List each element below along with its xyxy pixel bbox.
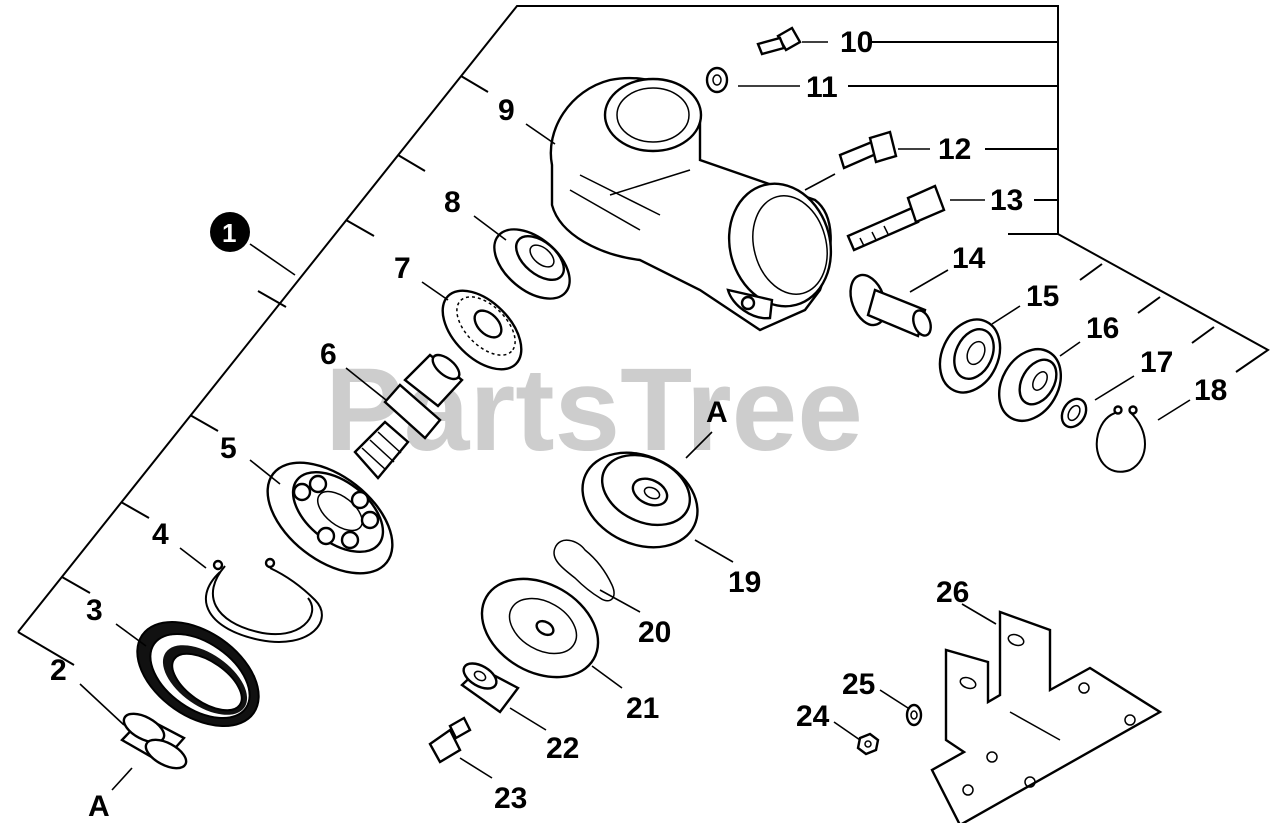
part-20-gasket[interactable]	[553, 539, 615, 602]
part-12-bolt[interactable]	[838, 130, 898, 170]
part-6-splined-shaft[interactable]	[353, 351, 464, 480]
label-11: 11	[806, 71, 838, 104]
part-9-gear-case[interactable]	[549, 76, 845, 332]
label-6: 6	[320, 338, 337, 371]
label-17: 17	[1140, 346, 1173, 379]
label-19: 19	[728, 566, 761, 599]
part-23-bolt[interactable]	[428, 716, 472, 764]
label-15: 15	[1026, 280, 1059, 313]
part-3-oil-seal[interactable]	[118, 601, 278, 748]
part-14-pinion-shaft[interactable]	[844, 270, 934, 338]
part-21-disc-washer[interactable]	[464, 559, 615, 697]
part-24-nut[interactable]	[856, 732, 880, 756]
svg-text:1: 1	[222, 218, 236, 248]
label-2: 2	[50, 654, 67, 687]
part-15-bearing[interactable]	[929, 310, 1012, 403]
label-4: 4	[152, 518, 169, 551]
part-26-bracket-plate[interactable]	[930, 610, 1163, 823]
label-14: 14	[952, 242, 986, 275]
assembly-bracket	[17, 5, 1270, 666]
part-17-spacer[interactable]	[1057, 395, 1091, 432]
label-A-bottom: A	[88, 790, 110, 823]
part-7-bevel-gear[interactable]	[428, 276, 535, 383]
label-12: 12	[938, 133, 971, 166]
label-5: 5	[220, 432, 237, 465]
label-9: 9	[498, 94, 515, 127]
label-24: 24	[796, 700, 830, 733]
part-19-cup-washer[interactable]	[567, 435, 713, 565]
leader-lines	[79, 41, 1191, 791]
label-25: 25	[842, 668, 875, 701]
label-16: 16	[1086, 312, 1119, 345]
part-18-snap-ring[interactable]	[1095, 405, 1146, 473]
part-8-bearing[interactable]	[482, 216, 583, 312]
part-number-labels: 2 3 4 5 6 7 8 9 10 11 12 13 14 15 16 17 …	[50, 26, 1227, 823]
part-2-bushing[interactable]	[119, 708, 190, 774]
label-22: 22	[546, 732, 579, 765]
label-26: 26	[936, 576, 969, 609]
label-20: 20	[638, 616, 671, 649]
part-25-washer[interactable]	[905, 703, 923, 727]
label-A-top: A	[706, 396, 728, 429]
label-10: 10	[840, 26, 873, 59]
label-7: 7	[394, 252, 411, 285]
part-16-bearing[interactable]	[987, 338, 1073, 432]
label-21: 21	[626, 692, 659, 725]
label-13: 13	[990, 184, 1023, 217]
assembly-callout: 1	[210, 212, 296, 276]
label-23: 23	[494, 782, 527, 815]
part-22-collar[interactable]	[459, 658, 520, 714]
part-10-bolt[interactable]	[756, 26, 802, 56]
part-5-ball-bearing[interactable]	[247, 441, 412, 596]
part-11-washer[interactable]	[705, 66, 729, 94]
part-4-snap-ring[interactable]	[204, 557, 323, 643]
label-3: 3	[86, 594, 103, 627]
label-8: 8	[444, 186, 461, 219]
part-13-long-bolt[interactable]	[846, 184, 946, 252]
label-18: 18	[1194, 374, 1227, 407]
